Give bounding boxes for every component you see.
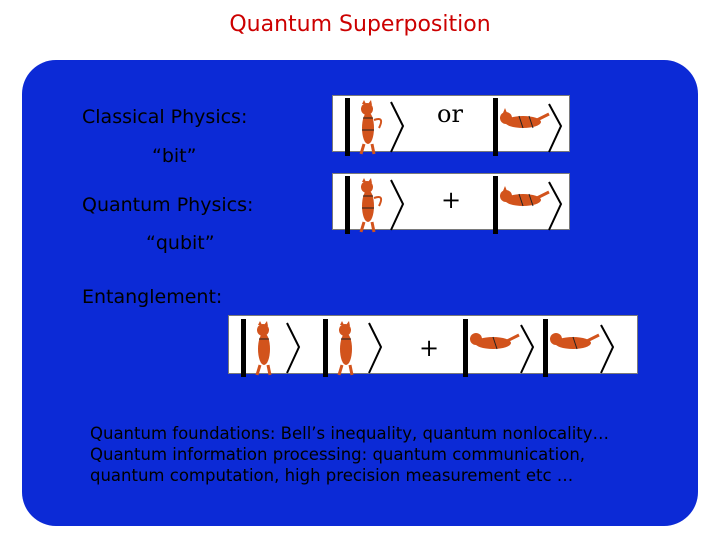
standing-cat-icon (361, 178, 381, 232)
bit-label: “bit” (152, 145, 196, 167)
standing-cat-icon (339, 321, 352, 375)
slide-title: Quantum Superposition (0, 12, 720, 37)
ket-dead-cat-2 (543, 319, 613, 377)
standing-cat-icon (361, 100, 381, 154)
quantum-states-box: + (332, 173, 570, 230)
classical-physics-label: Classical Physics: (82, 106, 247, 128)
qubit-label: “qubit” (146, 232, 215, 254)
lying-cat-icon (550, 333, 599, 349)
quantum-physics-label: Quantum Physics: (82, 194, 253, 216)
lying-cat-icon (500, 108, 549, 128)
plus-operator: + (419, 336, 439, 360)
entanglement-label: Entanglement: (82, 286, 222, 308)
ket-alive-cat (345, 176, 403, 234)
ket-alive-cat-2 (323, 319, 381, 377)
footer-text: Quantum foundations: Bell’s inequality, … (90, 423, 609, 486)
entanglement-states-box: + (228, 315, 638, 374)
lying-cat-icon (500, 186, 549, 206)
classical-states-box: or (332, 95, 570, 152)
ket-dead-cat (493, 176, 561, 234)
footer-line: Quantum foundations: Bell’s inequality, … (90, 423, 609, 444)
ket-alive-cat (345, 98, 403, 156)
lying-cat-icon (470, 333, 519, 349)
or-operator: or (437, 102, 463, 126)
plus-operator: + (441, 188, 461, 212)
ket-dead-cat (493, 98, 561, 156)
ket-dead-cat-1 (463, 319, 533, 377)
footer-line: Quantum information processing: quantum … (90, 444, 609, 465)
ket-alive-cat-1 (241, 319, 299, 377)
standing-cat-icon (257, 321, 270, 375)
footer-line: quantum computation, high precision meas… (90, 465, 609, 486)
